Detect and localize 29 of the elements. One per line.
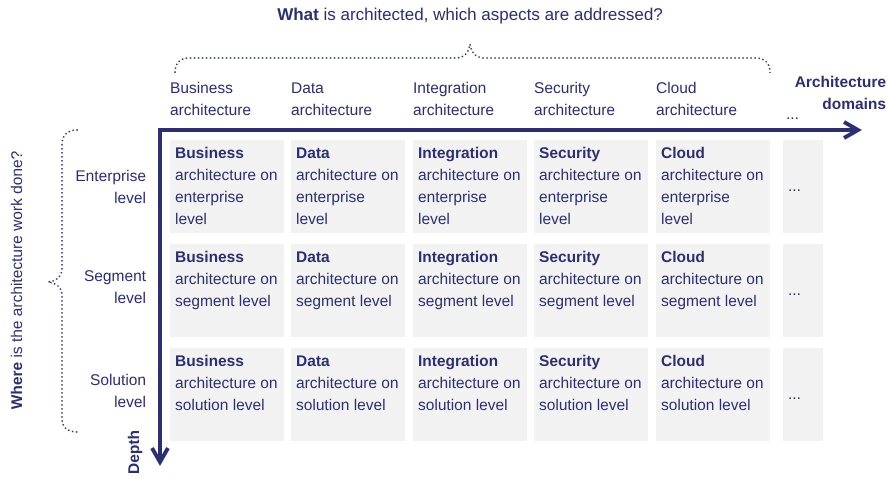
axis-title: Depth [125,429,144,476]
grid-cell: Integration architecture on segment level [413,244,527,337]
grid-cell: ... [783,244,823,337]
grid-cell: Integration architecture on solution level [413,348,527,441]
grid-cell: ... [783,140,823,233]
grid-cell: Business architecture on segment level [170,244,284,337]
grid-cell: Business architecture on enterprise level [170,140,284,233]
grid-cell: Cloud architecture on segment level [656,244,770,337]
axis-title: Where is the architecture work done? [8,150,27,412]
title: What is architected, which aspects are addressed? [276,5,664,25]
grid-cell: Business architecture on solution level [170,348,284,441]
header-label: Enterprise level [74,167,146,209]
grid-cell: Security architecture on segment level [534,244,648,337]
header-label: Integration architecture [413,79,495,121]
header-label: Data architecture [291,79,373,121]
header-label: Cloud architecture [656,79,738,121]
grid-cell: Security architecture on solution level [534,348,648,441]
grid-cell: Security architecture on enterprise level [534,140,648,233]
grid-cell: Cloud architecture on enterprise level [656,140,770,233]
grid-cell: Cloud architecture on solution level [656,348,770,441]
grid-cell: Data architecture on solution level [291,348,405,441]
grid-cell: ... [783,348,823,441]
header-label: Security architecture [534,79,616,121]
grid-cell: Integration architecture on enterprise level [413,140,527,233]
grid-cell: Data architecture on enterprise level [291,140,405,233]
header-label: Segment level [82,267,146,309]
header-label: Business architecture [170,79,252,121]
header-label: Solution level [88,371,146,413]
grid-cell: Data architecture on segment level [291,244,405,337]
